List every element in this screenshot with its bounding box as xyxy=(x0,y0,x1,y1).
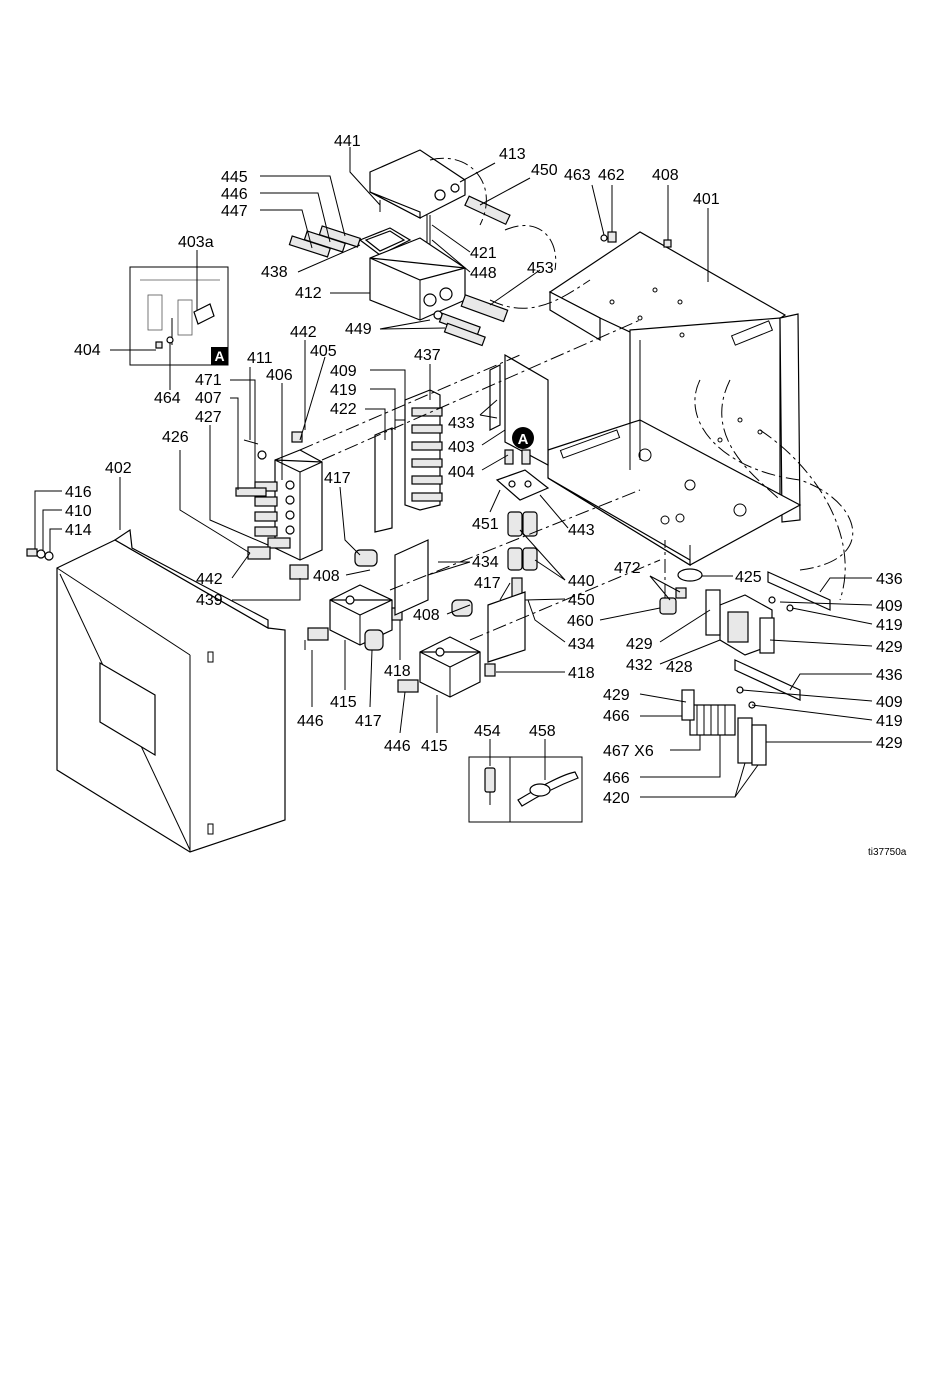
callout-419-right-lower: 419 xyxy=(876,713,903,730)
callout-420: 420 xyxy=(603,790,630,807)
callout-434-lower: 434 xyxy=(568,636,595,653)
detail-marker-a-circle: A xyxy=(512,427,534,449)
top-module xyxy=(288,149,511,347)
svg-text:A: A xyxy=(518,431,529,448)
valve-manifold xyxy=(235,431,323,580)
callout-450-top: 450 xyxy=(531,162,558,179)
callout-419-left: 419 xyxy=(330,382,357,399)
callout-433: 433 xyxy=(448,415,475,432)
callout-414: 414 xyxy=(65,522,92,539)
callout-418-lower: 418 xyxy=(568,665,595,682)
callout-429-right-top: 429 xyxy=(876,639,903,656)
callout-443: 443 xyxy=(568,522,595,539)
callout-447: 447 xyxy=(221,203,248,220)
callout-436-top: 436 xyxy=(876,571,903,588)
callout-439: 439 xyxy=(196,592,223,609)
callout-445: 445 xyxy=(221,169,248,186)
callout-466-lower: 466 xyxy=(603,770,630,787)
accessory-box xyxy=(468,756,583,823)
callout-404-left: 404 xyxy=(74,342,101,359)
callout-417-mid: 417 xyxy=(474,575,501,592)
callout-442-lower: 442 xyxy=(196,571,223,588)
callout-429-lower-left: 429 xyxy=(603,687,630,704)
callout-415-upper: 415 xyxy=(330,694,357,711)
callout-446-left: 446 xyxy=(297,713,324,730)
callout-436-lower: 436 xyxy=(876,667,903,684)
callout-403: 403 xyxy=(448,439,475,456)
callout-438: 438 xyxy=(261,264,288,281)
callout-402: 402 xyxy=(105,460,132,477)
callout-410: 410 xyxy=(65,503,92,520)
callout-404-center: 404 xyxy=(448,464,475,481)
callout-409-right-lower: 409 xyxy=(876,694,903,711)
callout-408-top: 408 xyxy=(652,167,679,184)
callout-449: 449 xyxy=(345,321,372,338)
callout-426: 426 xyxy=(162,429,189,446)
assembly-dash-lines xyxy=(299,157,854,641)
callout-434-top: 434 xyxy=(472,554,499,571)
callout-466-top: 466 xyxy=(603,708,630,725)
callout-454: 454 xyxy=(474,723,501,740)
callout-417-lower: 417 xyxy=(355,713,382,730)
callout-427: 427 xyxy=(195,409,222,426)
callout-412: 412 xyxy=(295,285,322,302)
callout-463: 463 xyxy=(564,167,591,184)
callout-408-mid: 408 xyxy=(313,568,340,585)
callout-422: 422 xyxy=(330,401,357,418)
center-parts xyxy=(495,449,550,615)
callout-458: 458 xyxy=(529,723,556,740)
callout-441: 441 xyxy=(334,133,361,150)
callout-446-top: 446 xyxy=(221,186,248,203)
callout-432: 432 xyxy=(626,657,653,674)
callout-472: 472 xyxy=(614,560,641,577)
callout-421: 421 xyxy=(470,245,497,262)
callout-406: 406 xyxy=(266,367,293,384)
callout-460: 460 xyxy=(567,613,594,630)
callout-425: 425 xyxy=(735,569,762,586)
cabinet-frame xyxy=(547,231,802,567)
callout-453: 453 xyxy=(527,260,554,277)
callout-462: 462 xyxy=(598,167,625,184)
callout-429-right-lower: 429 xyxy=(876,735,903,752)
callout-418-upper: 418 xyxy=(384,663,411,680)
callout-401: 401 xyxy=(693,191,720,208)
callout-467-x6: 467 X6 xyxy=(603,743,654,760)
valve-assemblies xyxy=(304,539,526,698)
detail-marker-a-inset: A xyxy=(214,348,224,364)
callout-448: 448 xyxy=(470,265,497,282)
callout-413: 413 xyxy=(499,146,526,163)
callout-416: 416 xyxy=(65,484,92,501)
figure-reference-id: ti37750a xyxy=(868,847,907,858)
callout-408-lower: 408 xyxy=(413,607,440,624)
callout-419-right-top: 419 xyxy=(876,617,903,634)
callout-409-right-top: 409 xyxy=(876,598,903,615)
callout-403a: 403a xyxy=(178,234,214,251)
callout-409-left: 409 xyxy=(330,363,357,380)
callout-437: 437 xyxy=(414,347,441,364)
callout-428: 428 xyxy=(666,659,693,676)
detail-a-inset: A xyxy=(129,266,229,366)
callout-442-top: 442 xyxy=(290,324,317,341)
enclosure-door xyxy=(26,528,286,853)
callout-450-mid: 450 xyxy=(568,592,595,609)
callout-405: 405 xyxy=(310,343,337,360)
callout-415-lower: 415 xyxy=(421,738,448,755)
callout-451: 451 xyxy=(472,516,499,533)
right-side-parts xyxy=(659,568,831,766)
callout-labels: 441 413 450 463 462 408 401 445 446 447 … xyxy=(65,133,907,858)
callout-446-lower: 446 xyxy=(384,738,411,755)
callout-440: 440 xyxy=(568,573,595,590)
callout-429-mid: 429 xyxy=(626,636,653,653)
callout-407: 407 xyxy=(195,390,222,407)
leader-lines xyxy=(34,147,873,798)
callout-411: 411 xyxy=(247,350,273,367)
callout-471: 471 xyxy=(195,372,222,389)
callout-417-top: 417 xyxy=(324,470,351,487)
callout-464: 464 xyxy=(154,390,181,407)
